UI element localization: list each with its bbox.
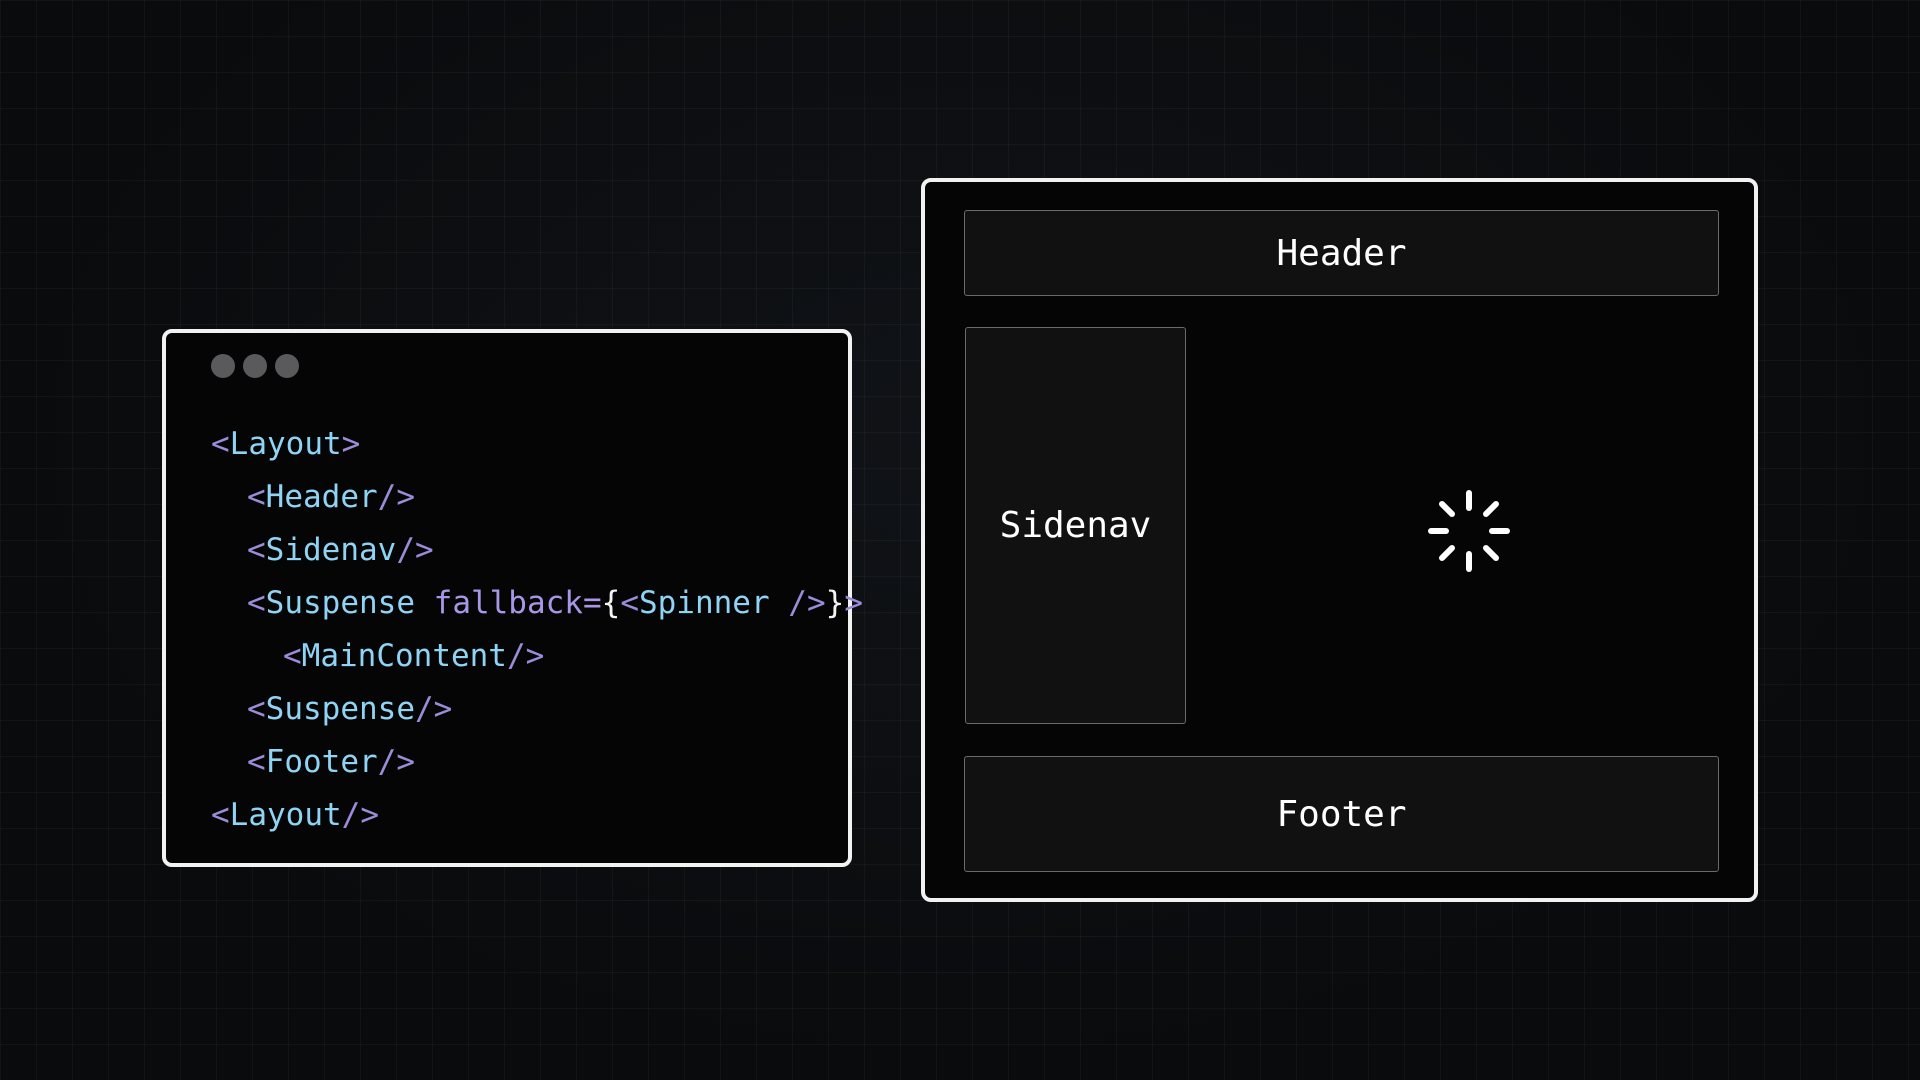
- code-line: <Sidenav/>: [211, 524, 863, 577]
- code-token: MainContent: [301, 638, 507, 674]
- code-line: <Layout/>: [211, 789, 863, 842]
- code-token: />: [414, 691, 453, 727]
- code-block: <Layout><Header/><Sidenav/><Suspense fal…: [211, 418, 863, 842]
- loading-spinner-icon: [1428, 490, 1510, 572]
- code-line: <Layout>: [211, 418, 863, 471]
- code-token: <: [620, 585, 639, 621]
- code-token: Footer: [265, 744, 378, 780]
- code-token: <: [247, 585, 266, 621]
- code-window: <Layout><Header/><Sidenav/><Suspense fal…: [162, 329, 863, 867]
- footer-region: Footer: [964, 756, 1719, 872]
- layout-preview: Header Sidenav Footer: [921, 178, 1758, 902]
- code-token: />: [377, 479, 415, 515]
- code-line: <Suspense/>: [211, 683, 863, 736]
- code-token: />: [396, 532, 434, 568]
- window-dot-3: [275, 354, 299, 378]
- code-token: <: [247, 479, 266, 515]
- code-token: <: [211, 797, 230, 833]
- code-token: Header: [265, 479, 378, 515]
- window-dot-2: [243, 354, 267, 378]
- code-token: Sidenav: [265, 532, 397, 568]
- code-token: {: [601, 585, 621, 621]
- code-token: [415, 585, 434, 621]
- code-token: Suspense: [265, 585, 415, 621]
- code-token: <: [247, 532, 266, 568]
- window-dot-1: [211, 354, 235, 378]
- code-token: >: [341, 426, 361, 462]
- code-token: <: [211, 426, 230, 462]
- code-token: fallback=: [433, 585, 602, 621]
- footer-label: Footer: [1276, 793, 1407, 835]
- window-controls: [211, 354, 299, 378]
- code-token: />: [506, 638, 545, 674]
- code-token: <: [247, 691, 266, 727]
- code-token: />: [769, 585, 826, 621]
- code-token: Spinner: [638, 585, 770, 621]
- header-label: Header: [1276, 232, 1407, 274]
- code-line: <Footer/>: [211, 736, 863, 789]
- code-line: <Header/>: [211, 471, 863, 524]
- code-token: >: [844, 585, 863, 621]
- code-token: />: [377, 744, 415, 780]
- code-line: <Suspense fallback={<Spinner />}>: [211, 577, 863, 630]
- sidenav-region: Sidenav: [965, 327, 1186, 724]
- code-token: }: [825, 585, 845, 621]
- code-token: Layout: [229, 797, 342, 833]
- sidenav-label: Sidenav: [999, 505, 1152, 546]
- header-region: Header: [964, 210, 1719, 296]
- code-token: />: [341, 797, 379, 833]
- code-token: <: [283, 638, 302, 674]
- code-line: <MainContent/>: [211, 630, 863, 683]
- code-token: Suspense: [265, 691, 415, 727]
- code-token: <: [247, 744, 266, 780]
- code-token: Layout: [229, 426, 342, 462]
